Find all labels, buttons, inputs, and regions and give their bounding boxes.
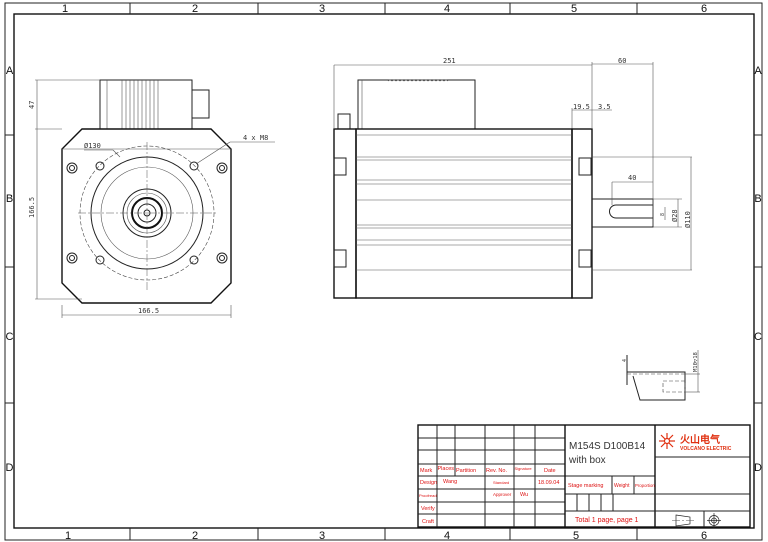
designer-name: Wang (443, 479, 457, 485)
label-proofread: Proofread (419, 493, 437, 498)
label-proportion: Proportion (635, 483, 655, 488)
dim-key-width: 8 (660, 213, 666, 216)
label-standard: Standard (493, 480, 509, 485)
drawing-frame: 1 2 3 4 5 6 1 2 3 4 5 6 A B C D A B C D (4, 2, 763, 542)
row-label: A (754, 65, 762, 77)
drawing-title-line1: M154S D100B14 (569, 441, 646, 452)
shaft-end-detail: M10▽18 4 (622, 350, 700, 401)
side-view: 251 60 19.5 3.5 40 8 Ø28 Ø110 (333, 57, 692, 299)
column-label: 3 (319, 3, 325, 15)
column-label: 1 (62, 3, 68, 15)
label-stage-marking: Stage marking (568, 483, 603, 489)
row-label: B (754, 193, 761, 205)
label-approver: Approver (493, 492, 512, 497)
header-places: Places (438, 466, 455, 472)
row-label: D (6, 462, 14, 474)
label-craft: Craft (422, 519, 434, 525)
dim-width: 166.5 (138, 307, 159, 315)
dim-flange: 19.5 (573, 103, 590, 111)
cable-gland-icon (191, 89, 210, 119)
label-verify: Verify (421, 506, 435, 512)
column-label: 6 (701, 530, 707, 542)
label-design: Design (420, 480, 437, 486)
header-date: Date (544, 468, 556, 474)
dim-length: 251 (443, 57, 456, 65)
header-rev-no: Rev. No. (486, 468, 507, 474)
volcano-logo-icon (659, 433, 675, 449)
dim-shaft-dia: Ø28 (671, 209, 679, 222)
column-label: 1 (65, 530, 71, 542)
date-value: 18.09.04 (538, 480, 559, 486)
logo-en: VOLCANO ELECTRIC (680, 446, 732, 452)
drawing-title-line2: with box (568, 455, 606, 466)
column-label: 5 (571, 3, 577, 15)
label-weight: Weight (614, 483, 630, 489)
logo-cn: 火山电气 (680, 433, 720, 446)
detail-mark: 4 (622, 359, 628, 362)
dim-height: 166.5 (28, 197, 36, 218)
dim-step: 3.5 (598, 103, 611, 111)
dim-pilot-dia: Ø110 (684, 211, 692, 228)
row-label: D (754, 462, 762, 474)
row-label: C (754, 331, 762, 343)
front-view: 47 166.5 166.5 Ø130 4 x M8 (28, 79, 275, 318)
column-label: 3 (319, 530, 325, 542)
row-label: B (6, 193, 13, 205)
header-signature: Signature (515, 466, 533, 471)
title-block: Mark Places Partition Rev. No. Signature… (417, 424, 751, 528)
dim-key-length: 40 (628, 174, 636, 182)
dim-shaft-length: 60 (618, 57, 626, 65)
column-label: 6 (701, 3, 707, 15)
column-label: 4 (444, 530, 450, 542)
dim-thread: M10▽18 (693, 352, 699, 372)
header-partition: Partition (456, 468, 476, 474)
header-mark: Mark (420, 468, 432, 474)
column-label: 2 (192, 3, 198, 15)
column-label: 2 (192, 530, 198, 542)
column-label: 4 (444, 3, 450, 15)
page-count: Total 1 page, page 1 (575, 517, 639, 524)
dim-pitch-circle: Ø130 (84, 142, 101, 150)
row-label: C (6, 331, 14, 343)
approver-name: Wu (520, 492, 528, 498)
row-label: A (6, 65, 14, 77)
projection-symbol-icon (672, 513, 721, 528)
dim-holes: 4 x M8 (243, 134, 268, 142)
column-label: 5 (573, 530, 579, 542)
dim-connector-height: 47 (28, 101, 36, 109)
